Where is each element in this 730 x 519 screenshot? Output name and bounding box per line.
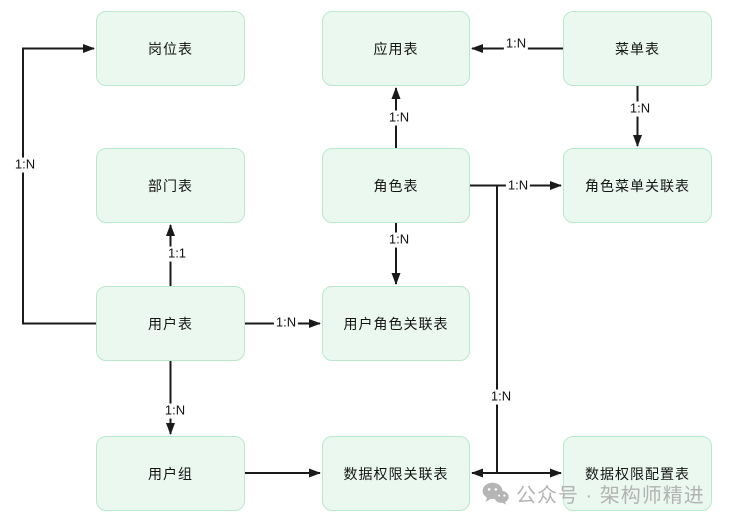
node-label-role-table: 角色表 xyxy=(373,177,419,194)
node-label-role-menu-link-table: 角色菜单关联表 xyxy=(585,177,690,194)
node-label-application-table: 应用表 xyxy=(373,40,419,57)
edge-user-to-post xyxy=(22,44,96,325)
label-menu-role-menu: 1:N xyxy=(627,100,653,117)
node-label-data-perm-config-table: 数据权限配置表 xyxy=(585,465,690,482)
node-label-menu-table: 菜单表 xyxy=(615,40,660,57)
node-label-data-perm-link-table: 数据权限关联表 xyxy=(343,465,449,482)
node-label-post-table: 岗位表 xyxy=(148,40,193,57)
node-department-table: 部门表 xyxy=(96,148,245,223)
node-user-role-link-table: 用户角色关联表 xyxy=(322,286,470,361)
node-user-group: 用户组 xyxy=(96,436,245,511)
label-menu-application: 1:N xyxy=(503,35,529,52)
label-role-user-role: 1:N xyxy=(386,231,412,248)
node-user-table: 用户表 xyxy=(96,286,245,361)
node-role-menu-link-table: 角色菜单关联表 xyxy=(563,148,712,223)
node-role-table: 角色表 xyxy=(322,148,470,223)
label-user-user-role: 1:N xyxy=(273,314,299,331)
node-label-user-role-link-table: 用户角色关联表 xyxy=(343,315,449,332)
label-role-application: 1:N xyxy=(386,109,412,126)
node-label-user-table: 用户表 xyxy=(148,315,193,332)
node-data-perm-link-table: 数据权限关联表 xyxy=(322,436,470,511)
label-role-role-menu: 1:N xyxy=(505,177,531,194)
label-user-user-group: 1:N xyxy=(162,402,188,419)
node-menu-table: 菜单表 xyxy=(563,11,712,86)
label-user-post: 1:N xyxy=(12,156,38,173)
node-post-table: 岗位表 xyxy=(96,11,245,86)
node-data-perm-config-table: 数据权限配置表 xyxy=(563,436,712,511)
node-label-department-table: 部门表 xyxy=(148,177,193,194)
node-application-table: 应用表 xyxy=(322,11,470,86)
label-role-data-perm: 1:N xyxy=(488,388,514,405)
label-user-department: 1:1 xyxy=(165,245,189,262)
node-label-user-group: 用户组 xyxy=(148,465,193,482)
